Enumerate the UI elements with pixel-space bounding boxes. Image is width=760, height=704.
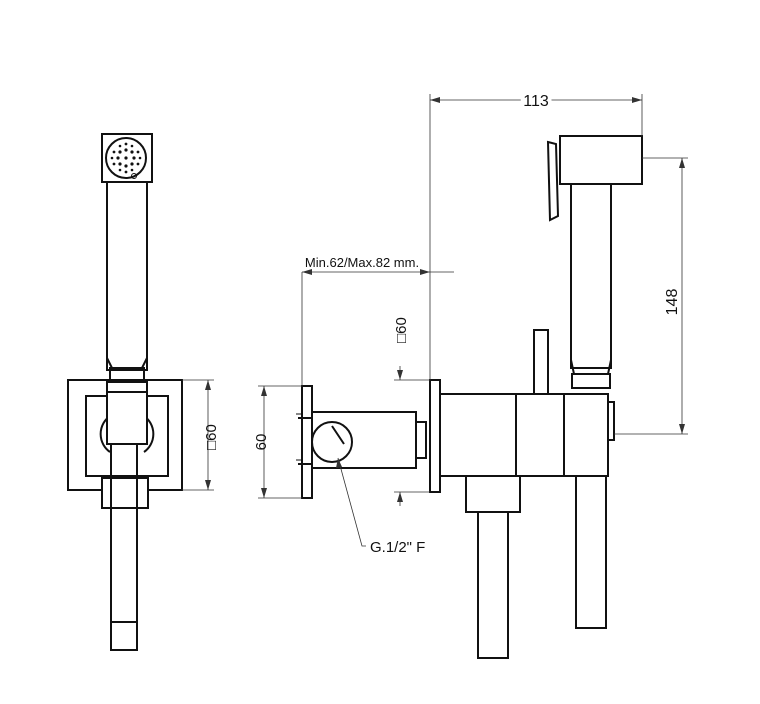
valve-body	[439, 393, 517, 477]
head-screw	[131, 173, 137, 179]
cover-plate-side	[429, 379, 441, 493]
handle-side	[570, 183, 612, 369]
hose-front	[110, 444, 138, 651]
front-view: □60	[67, 133, 220, 651]
hose-connector-front	[101, 477, 149, 509]
thread-inlet-mark	[331, 425, 345, 445]
dim-square-side: □60	[393, 317, 410, 343]
handle-front	[106, 181, 148, 371]
in-wall-body	[311, 411, 417, 469]
spray-nozzles	[110, 142, 142, 174]
side-view: 113 148 Min.62/Max.82 mm. □60 60 G.1/2"	[253, 89, 688, 659]
handle-collar-side	[571, 373, 611, 389]
dim-square-front: □60	[203, 424, 220, 450]
dim-plate-height: 60	[253, 434, 270, 451]
thread-leader	[337, 457, 366, 547]
holder-bracket	[106, 391, 148, 445]
trigger	[546, 140, 560, 222]
body-stub	[415, 421, 427, 459]
outlet-connector	[465, 475, 521, 513]
valve-body-front	[515, 393, 565, 477]
shower-hose	[575, 476, 607, 629]
dim-wall-depth: Min.62/Max.82 mm.	[305, 255, 419, 270]
dim-width-total: 113	[523, 93, 549, 110]
mounting-plate	[301, 385, 313, 499]
handle-neck	[106, 357, 148, 369]
spray-face-circle	[105, 137, 147, 179]
lever	[533, 329, 549, 395]
thread-label: G.1/2" F	[370, 539, 425, 556]
thread-inlet-circle	[311, 421, 353, 463]
dim-height-total: 148	[664, 289, 681, 316]
outlet-hose	[477, 512, 509, 659]
handle-collar-lower	[106, 381, 148, 393]
shower-head-side	[559, 135, 643, 185]
holder-block	[563, 393, 609, 477]
holder-tab	[607, 401, 615, 441]
